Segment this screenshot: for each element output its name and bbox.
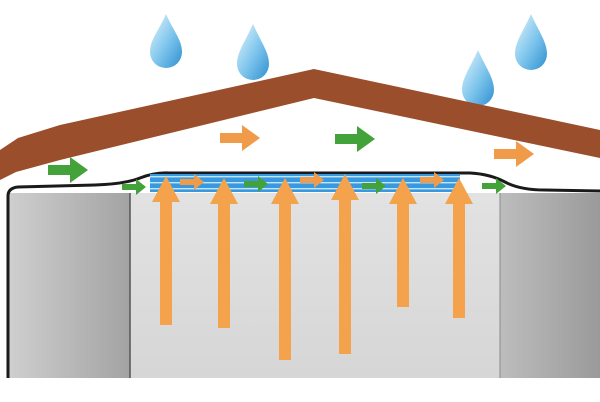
small-air-flow-arrow-icon (180, 174, 204, 190)
air-flow-arrow-icon (494, 141, 534, 167)
raindrop-icon (150, 14, 182, 68)
raindrop-icon (515, 14, 547, 70)
roof-structure (0, 69, 600, 180)
heat-arrow-icon (389, 178, 417, 307)
small-air-flow-arrow-icon (420, 172, 444, 188)
heat-arrow-icon (271, 178, 299, 360)
wall-blocks (7, 193, 600, 378)
underlay-membrane (6, 171, 600, 378)
membrane-airflow-arrows (122, 172, 506, 195)
heat-arrow-icon (445, 178, 473, 318)
center-wall-block (130, 193, 500, 378)
small-air-flow-arrow-icon (300, 172, 324, 188)
raindrop-icon (462, 50, 494, 106)
right-wall-block (500, 193, 600, 378)
heat-rising-arrows (152, 174, 473, 360)
small-air-flow-arrow-icon (482, 178, 506, 194)
heat-arrow-icon (152, 176, 180, 325)
airflow-arrows (48, 125, 534, 183)
small-air-flow-arrow-icon (244, 176, 268, 192)
left-wall-block (8, 193, 130, 378)
air-flow-arrow-icon (220, 125, 260, 151)
air-flow-arrow-icon (48, 157, 88, 183)
raindrop-icon (237, 24, 269, 80)
raindrops (150, 14, 547, 106)
small-air-flow-arrow-icon (122, 179, 146, 195)
heat-arrow-icon (331, 174, 359, 354)
small-air-flow-arrow-icon (362, 178, 386, 194)
air-flow-arrow-icon (335, 126, 375, 152)
heat-arrow-icon (210, 178, 238, 328)
